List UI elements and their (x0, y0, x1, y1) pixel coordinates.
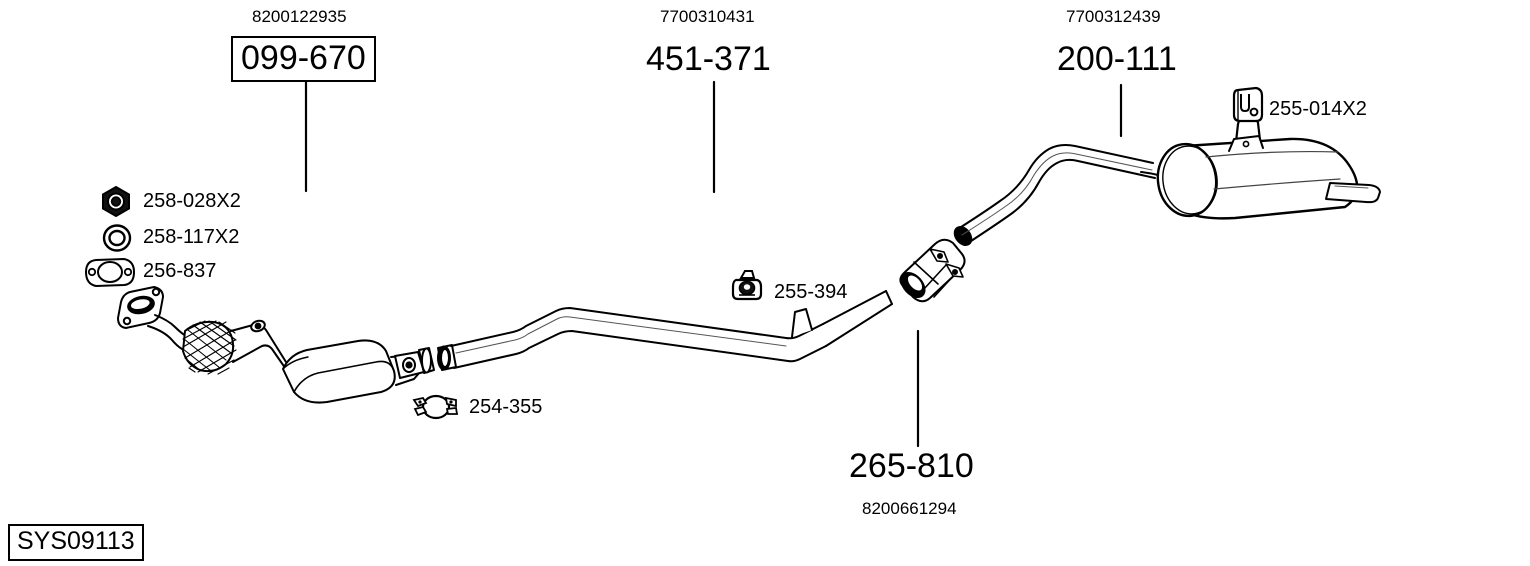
oval-flange-gasket-icon (84, 256, 136, 288)
rear-pipe-assembly (953, 144, 1156, 246)
rear-pipe-clamp-joint (899, 238, 966, 303)
front-pipe-catalyst-assembly (117, 286, 435, 404)
centre-pipe-assembly (437, 290, 893, 371)
flex-joint (182, 320, 237, 375)
rear-silencer-assembly (1140, 113, 1381, 220)
pipe-boss (250, 319, 266, 333)
part-number-rear-silencer[interactable]: 200-111 (1057, 40, 1177, 78)
front-flange (117, 286, 164, 329)
fitting-label-washer[interactable]: 258-117X2 (143, 226, 240, 248)
fitting-label-nut[interactable]: 258-028X2 (143, 190, 241, 212)
oem-number-front-pipe: 8200122935 (252, 7, 347, 26)
tailpipe (1325, 182, 1381, 204)
part-number-front-pipe[interactable]: 099-670 (231, 36, 376, 82)
part-number-centre-pipe[interactable]: 451-371 (646, 40, 771, 78)
fitting-label-gasket[interactable]: 256-837 (143, 260, 217, 282)
catalytic-converter-body (282, 339, 396, 404)
centre-pipe-inlet (437, 344, 457, 371)
hex-nut-icon (100, 185, 132, 217)
rubber-mount-icon (1232, 85, 1264, 123)
fitting-label-hanger-rear[interactable]: 255-014X2 (1269, 98, 1367, 120)
oem-number-centre-pipe: 7700310431 (660, 7, 755, 26)
pipe-clamp-icon (412, 392, 460, 422)
centre-pipe-hanger-tab (791, 308, 813, 338)
catalyst-outlet-flange (418, 347, 435, 374)
rubber-hanger-icon (730, 268, 764, 302)
system-code-badge: SYS09113 (8, 524, 144, 561)
fitting-label-clamp[interactable]: 254-355 (469, 396, 543, 418)
oem-number-rear-silencer: 7700312439 (1066, 7, 1161, 26)
fitting-label-hanger-mid[interactable]: 255-394 (774, 281, 848, 303)
ring-washer-icon (102, 224, 132, 252)
part-number-rear-pipe[interactable]: 265-810 (849, 447, 974, 485)
catalyst-outlet-sleeve (394, 351, 425, 379)
oem-number-rear-pipe: 8200661294 (862, 499, 957, 518)
